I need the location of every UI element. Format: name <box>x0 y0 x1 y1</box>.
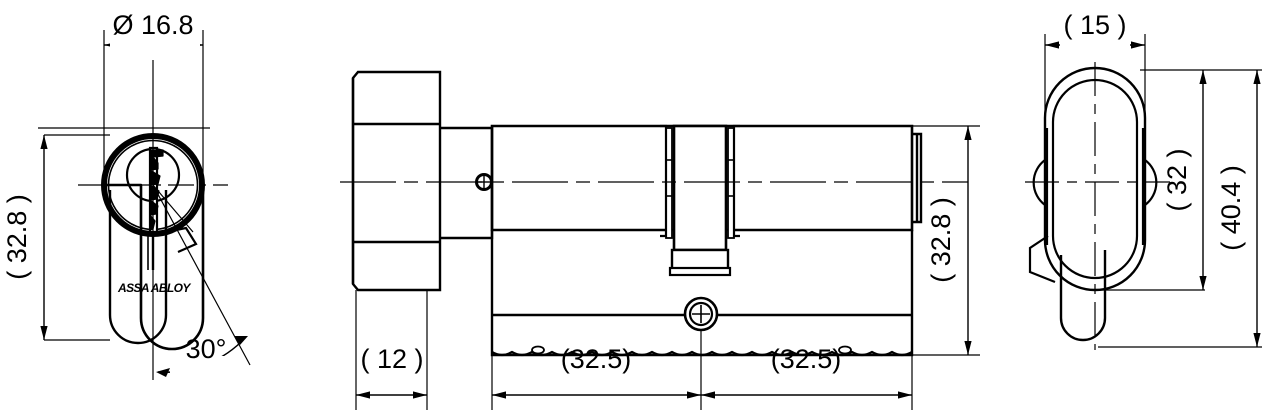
lower-barrel-stub <box>1059 250 1107 342</box>
cam-assembly <box>660 124 740 277</box>
body-height-label: ( 32.8 ) <box>926 197 956 283</box>
profile-height-label: ( 32.8 ) <box>2 194 32 280</box>
fixing-screw-hole <box>683 296 719 332</box>
plug-diameter-dimension: Ø 16.8 <box>104 10 203 50</box>
body-height-dimension: ( 32.8 ) <box>926 126 972 355</box>
bottom-hole-left <box>531 345 545 355</box>
thumbturn-length-label: ( 12 ) <box>360 344 423 374</box>
middle-view-group: ( 12 ) (32.5) (32.5) ( 32.8 ) <box>340 70 980 410</box>
thumbturn-inner-outline <box>1051 78 1139 280</box>
right-barrel-length-dimension: (32.5) <box>701 344 912 399</box>
left-barrel-length-label: (32.5) <box>561 344 632 374</box>
thumbturn-outer-outline <box>1043 66 1147 292</box>
right-view-extension-lines <box>1044 34 1262 348</box>
fixing-screw-boss <box>475 173 493 191</box>
right-end-cap <box>912 132 923 224</box>
cam-angle-dimension: 30° <box>156 334 248 377</box>
thumbturn-side-lobes <box>1032 128 1158 245</box>
left-barrel-length-dimension: (32.5) <box>492 344 701 399</box>
rear-cam-tab <box>1028 235 1056 284</box>
knob-height-label: ( 32 ) <box>1162 148 1192 211</box>
thumbturn-knob <box>351 70 442 292</box>
angle-leader-lines <box>152 184 251 366</box>
knob-height-dimension: ( 32 ) <box>1162 70 1207 290</box>
thumbturn-length-dimension: ( 12 ) <box>356 344 427 399</box>
left-view-group: Ø 16.8 ( 32.8 ) <box>2 10 251 380</box>
left-view-extension-lines <box>103 30 204 190</box>
knob-width-dimension: ( 15 ) <box>1045 10 1145 50</box>
overall-height-dimension: ( 40.4 ) <box>1216 70 1261 347</box>
serrated-bottom-edge <box>491 350 913 357</box>
cylinder-lower-body <box>108 190 168 345</box>
assa-abloy-logo: ASSA ABLOY <box>117 281 191 295</box>
overall-height-label: ( 40.4 ) <box>1216 165 1246 251</box>
knob-width-label: ( 15 ) <box>1063 10 1126 40</box>
profile-height-dimension: ( 32.8 ) <box>2 134 110 341</box>
right-view-group: ( 15 ) <box>1025 10 1262 350</box>
right-barrel-length-label: (32.5) <box>771 344 842 374</box>
cam-angle-label: 30° <box>186 334 227 364</box>
bottom-hole-right <box>838 345 852 355</box>
right-view-centerlines <box>1025 62 1170 350</box>
plug-diameter-label: Ø 16.8 <box>112 10 193 40</box>
